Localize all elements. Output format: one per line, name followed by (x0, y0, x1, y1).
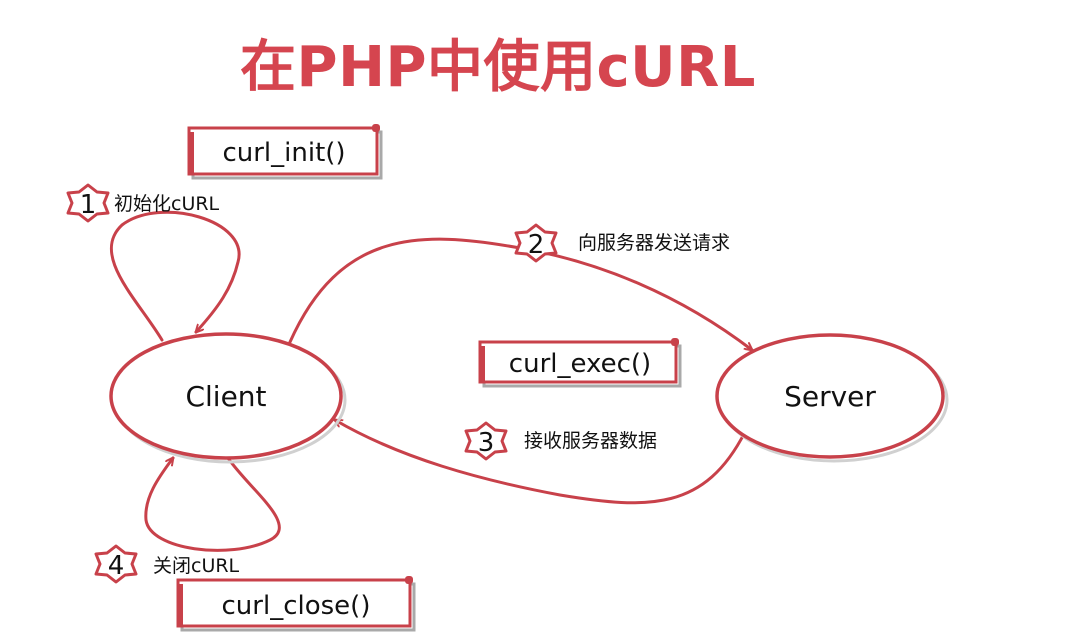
step-4-badge (94, 544, 138, 584)
curl-exec-label: curl_exec() (509, 349, 651, 379)
step-3: 3 接收服务器数据 (464, 421, 657, 461)
server-label: Server (784, 380, 876, 413)
init-loop-arrow (109, 210, 241, 342)
client-node (109, 332, 343, 460)
page-title: 在PHP中使用cURL (240, 35, 756, 100)
step-4-label: 关闭cURL (153, 555, 240, 577)
response-arrow (335, 418, 747, 505)
step-2: 2 向服务器发送请求 (514, 223, 730, 263)
server-node (715, 333, 945, 459)
step-4-number: 4 (108, 551, 125, 581)
curl-close-box: curl_close() (176, 576, 416, 632)
curl-exec-box: curl_exec() (478, 338, 682, 388)
request-arrow (288, 237, 752, 352)
curl-close-label: curl_close() (222, 591, 371, 621)
step-1-badge (66, 183, 110, 223)
step-2-label: 向服务器发送请求 (578, 232, 730, 254)
step-1-number: 1 (80, 190, 97, 220)
step-3-number: 3 (478, 428, 495, 458)
client-label: Client (185, 380, 266, 413)
curl-init-label: curl_init() (222, 138, 345, 168)
close-loop-arrow (144, 458, 281, 552)
step-2-badge (514, 223, 558, 263)
curl-init-box: curl_init() (187, 124, 383, 180)
step-1-label: 初始化cURL (114, 193, 220, 215)
step-4: 4 关闭cURL (94, 544, 240, 584)
step-3-label: 接收服务器数据 (524, 430, 657, 452)
step-3-badge (464, 421, 508, 461)
step-1: 1 初始化cURL (66, 183, 220, 223)
step-2-number: 2 (528, 230, 545, 260)
